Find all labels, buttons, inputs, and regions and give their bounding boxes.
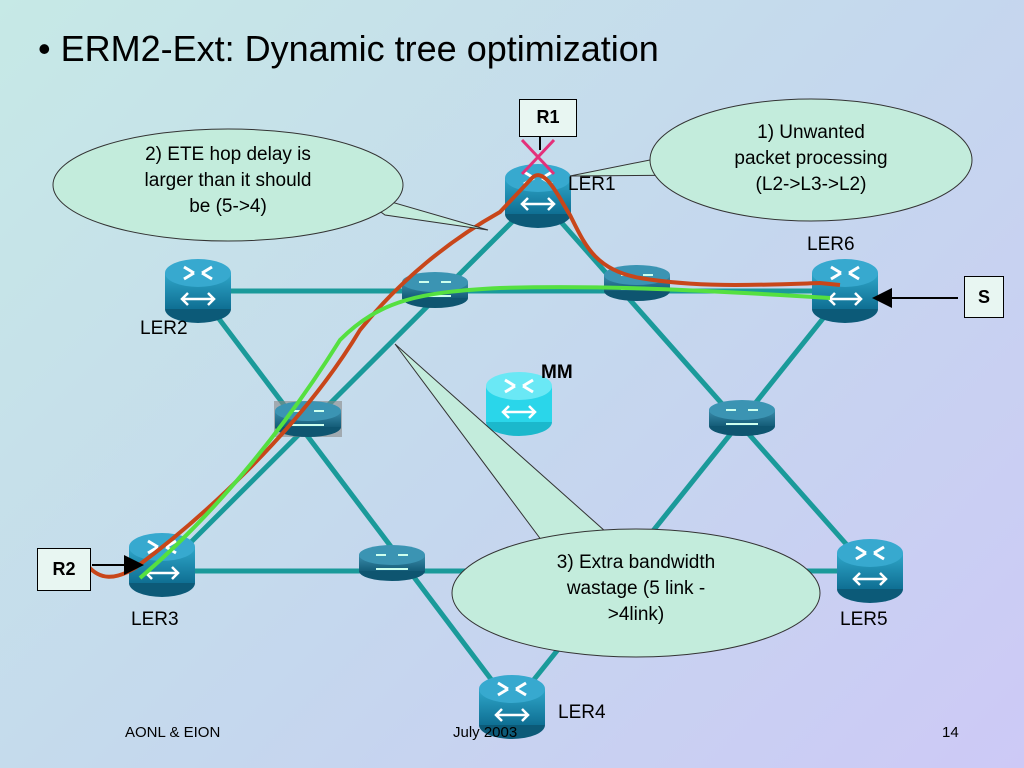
s-box: S	[964, 276, 1004, 318]
label-ler2: LER2	[140, 318, 188, 339]
callout-3-line-3: >4link)	[607, 604, 665, 625]
callout-3-line-1: 3) Extra bandwidth	[556, 552, 716, 573]
label-ler1: LER1	[568, 174, 616, 195]
callout-1: 1) Unwanted packet processing (L2->L3->L…	[652, 120, 970, 198]
callout-1-line-3: (L2->L3->L2)	[755, 174, 867, 195]
r1-box: R1	[519, 99, 577, 137]
label-ler4: LER4	[558, 702, 606, 723]
callout-3-shape	[394, 343, 821, 658]
title-bullet: •	[38, 28, 51, 69]
router-ler5	[837, 539, 903, 603]
footer-date: July 2003	[453, 724, 518, 741]
callout-3: 3) Extra bandwidth wastage (5 link - >4l…	[455, 550, 817, 628]
router-ler2	[165, 259, 231, 323]
switch-5	[359, 545, 425, 581]
switch-4	[709, 400, 775, 436]
router-mm	[486, 372, 552, 436]
label-ler6: LER6	[807, 234, 855, 255]
callout-2: 2) ETE hop delay is larger than it shoul…	[60, 142, 396, 220]
label-mm: MM	[541, 362, 573, 383]
router-ler1	[505, 164, 571, 228]
callout-1-line-1: 1) Unwanted	[757, 122, 865, 143]
slide-number: 14	[942, 724, 959, 741]
link-ler2-ler4	[196, 289, 514, 709]
callout-3-line-2: wastage (5 link -	[566, 578, 706, 599]
footer-left: AONL & EION	[125, 724, 221, 741]
label-ler3: LER3	[131, 609, 179, 630]
switch-1	[402, 272, 468, 308]
title-text: ERM2-Ext: Dynamic tree optimization	[60, 28, 659, 69]
router-ler6	[812, 259, 878, 323]
router-ler4	[479, 675, 545, 739]
callout-2-line-2: larger than it should	[144, 170, 312, 191]
link-ler1-ler5	[536, 194, 872, 573]
callout-2-line-3: be (5->4)	[189, 196, 267, 217]
r2-box: R2	[37, 548, 91, 591]
callout-2-line-1: 2) ETE hop delay is	[145, 144, 311, 165]
callout-1-line-2: packet processing	[734, 148, 888, 169]
path-green	[138, 285, 831, 580]
blocked-x-icon	[520, 138, 556, 176]
callout-1-shape	[569, 98, 973, 222]
path-red	[86, 173, 841, 579]
label-ler5: LER5	[840, 609, 888, 630]
slide-title: •ERM2-Ext: Dynamic tree optimization	[38, 28, 659, 70]
callout-2-shape	[52, 128, 489, 242]
link-ler1-ler3	[160, 194, 540, 573]
